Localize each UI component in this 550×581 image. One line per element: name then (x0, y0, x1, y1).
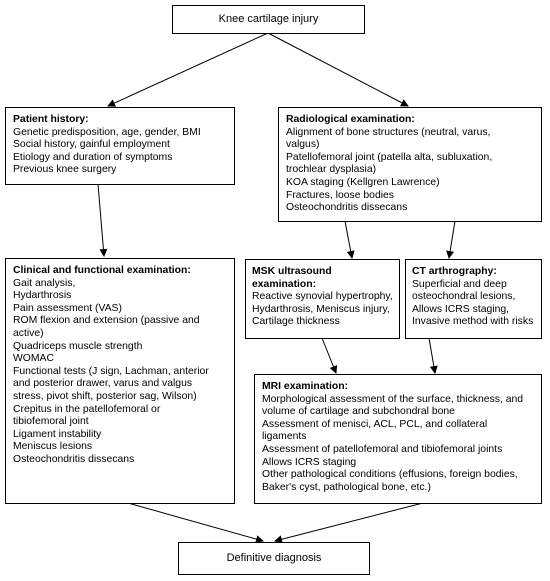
ct-arthrography-title: CT arthrography: (412, 266, 497, 277)
clinical-examination-item: Osteochondritis dissecans (13, 453, 135, 465)
patient-history-item: Etiology and duration of symptoms (13, 151, 173, 163)
definitive-diagnosis-box: Definitive diagnosis (178, 542, 370, 575)
radiological-examination-box: Radiological examination: Alignment of b… (278, 107, 542, 222)
patient-history-title: Patient history: (13, 114, 89, 125)
radiological-examination-item: Patellofemoral joint (patella alta, subl… (286, 151, 493, 176)
clinical-examination-item: Hydarthrosis (13, 290, 72, 302)
radiological-examination-item: Osteochondritis dissecans (286, 202, 408, 214)
clinical-examination-item: Pain assessment (VAS) (13, 302, 122, 314)
clinical-examination-item: Functional tests (J sign, Lachman, anter… (13, 365, 209, 402)
clinical-examination-item: Ligament instability (13, 428, 102, 440)
patient-history-item: Social history, gainful employment (13, 139, 170, 151)
radiological-examination-title: Radiological examination: (286, 114, 415, 125)
arrow-radiology-to-ct (446, 220, 456, 259)
arrow-top-to-history (107, 32, 269, 107)
msk-ultrasound-item: Hydarthrosis, Meniscus injury, (252, 303, 390, 315)
clinical-functional-examination-title: Clinical and functional examination: (13, 265, 191, 276)
mri-examination-item: Other pathological conditions (effusions… (262, 469, 518, 493)
definitive-diagnosis-label: Definitive diagnosis (226, 552, 322, 565)
clinical-examination-item: Meniscus lesions (13, 441, 93, 453)
arrow-mri-to-final (274, 502, 424, 544)
msk-ultrasound-title: MSK ultrasound examination: (252, 266, 332, 290)
mri-examination-item: Assessment of menisci, ACL, PCL, and col… (262, 418, 488, 443)
mri-examination-item: Allows ICRS staging (262, 456, 357, 468)
mri-examination-item: Morphological assessment of the surface,… (262, 393, 524, 418)
mri-examination-item: Assessment of patellofemoral and tibiofe… (262, 443, 503, 455)
ct-arthrography-item: Allows ICRS staging, (412, 303, 510, 315)
ct-arthrography-item: Invasive method with risks (412, 316, 534, 328)
msk-ultrasound-item: Cartilage thickness (252, 316, 340, 328)
arrow-history-to-clinical (97, 183, 108, 257)
radiological-examination-item: KOA staging (Kellgren Lawrence) (286, 176, 440, 188)
patient-history-item: Genetic predisposition, age, gender, BMI (13, 126, 201, 138)
mri-examination-box: MRI examination: Morphological assessmen… (254, 374, 542, 504)
clinical-examination-item: Quadriceps muscle strength (13, 340, 143, 352)
arrow-clinical-to-final (127, 502, 264, 543)
radiological-examination-item: Alignment of bone structures (neutral, v… (286, 126, 491, 151)
clinical-examination-item: Gait analysis, (13, 277, 76, 289)
knee-cartilage-injury-label: Knee cartilage injury (218, 13, 319, 26)
arrow-ct-to-mri (428, 337, 438, 374)
clinical-examination-item: WOMAC (13, 353, 54, 365)
knee-cartilage-injury-box: Knee cartilage injury (172, 5, 365, 34)
msk-ultrasound-box: MSK ultrasound examination: Reactive syn… (245, 259, 400, 339)
clinical-examination-item: ROM flexion and extension (passive and a… (13, 315, 200, 339)
arrow-msk-to-mri (321, 337, 338, 374)
mri-examination-title: MRI examination: (262, 381, 349, 392)
patient-history-item: Previous knee surgery (13, 164, 117, 176)
arrow-radiology-to-msk (344, 220, 355, 259)
ct-arthrography-box: CT arthrography: Superficial and deep os… (405, 259, 542, 339)
msk-ultrasound-item: Reactive synovial hypertrophy, (252, 291, 393, 303)
clinical-functional-examination-box: Clinical and functional examination: Gai… (5, 258, 235, 504)
patient-history-box: Patient history: Genetic predisposition,… (5, 107, 235, 185)
arrow-top-to-radiology (267, 32, 409, 107)
clinical-examination-item: Crepitus in the patellofemoral or tibiof… (13, 403, 161, 428)
radiological-examination-item: Fractures, loose bodies (286, 189, 395, 201)
ct-arthrography-item: Superficial and deep osteochondral lesio… (412, 278, 516, 303)
